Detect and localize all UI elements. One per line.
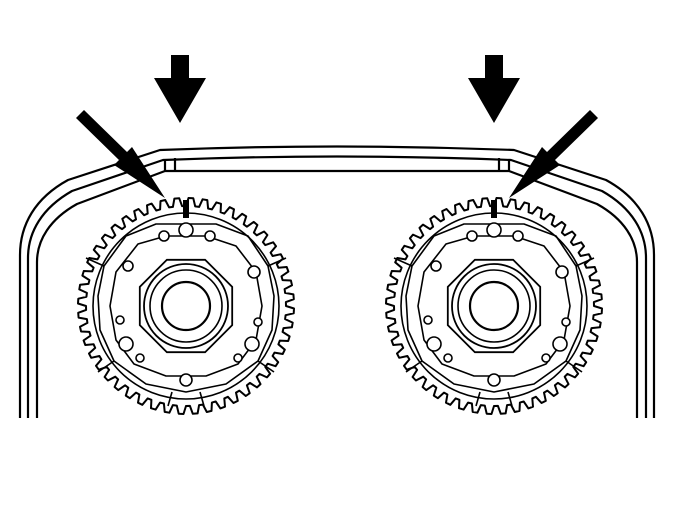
bolt-hole: [423, 315, 433, 325]
plate-edge-line: [507, 391, 513, 407]
bolt-hole: [233, 353, 243, 363]
plate-edge-line: [475, 391, 481, 407]
bolt-hole: [247, 265, 261, 279]
bolt-hole: [561, 317, 571, 327]
timing-belt-outline: [18, 145, 656, 418]
bolt-hole: [487, 373, 501, 387]
bolt-hole: [253, 317, 263, 327]
bolt-hole: [179, 373, 193, 387]
plate-edge-line: [393, 257, 413, 267]
plate-edge-line: [267, 257, 287, 267]
cam-plate: [97, 223, 275, 393]
hub-ring: [143, 263, 229, 349]
bolt-hole: [118, 336, 134, 352]
hub-ring-inner: [457, 269, 531, 343]
bolt-hole: [204, 230, 216, 242]
plate-edge-line: [405, 360, 423, 373]
hub-bore: [468, 280, 520, 332]
arrow-down-right-icon: [76, 110, 165, 198]
bolt-hole: [486, 222, 502, 238]
plate-edge-line: [565, 360, 583, 373]
bolt-hole: [541, 353, 551, 363]
hub-ring-inner: [149, 269, 223, 343]
bolt-hole: [115, 315, 125, 325]
bolt-hole: [555, 265, 569, 279]
hub-ring: [451, 263, 537, 349]
bolt-hole: [430, 260, 442, 272]
bolt-hole: [552, 336, 568, 352]
bolt-hole: [443, 353, 453, 363]
bolt-hole: [135, 353, 145, 363]
cam-plate: [405, 223, 583, 393]
arrow-down-icon: [468, 55, 520, 123]
plate-edge-line: [575, 257, 595, 267]
cam-inner-outline: [109, 235, 263, 377]
cam-inner-outline: [417, 235, 571, 377]
right-cam-sprocket: [385, 197, 603, 415]
bolt-hole: [122, 260, 134, 272]
bolt-hole: [244, 336, 260, 352]
plate-edge-line: [97, 360, 115, 373]
hub-octagon: [138, 258, 234, 354]
plate-edge-line: [167, 391, 173, 407]
hub-bore: [160, 280, 212, 332]
bolt-hole: [466, 230, 478, 242]
timing-mark: [491, 200, 497, 218]
plate-edge-line: [257, 360, 275, 373]
plate-edge-line: [199, 391, 205, 407]
plate-edge-line: [85, 257, 105, 267]
arrow-down-icon: [154, 55, 206, 123]
timing-mark: [183, 200, 189, 218]
left-cam-sprocket: [77, 197, 295, 415]
bolt-hole: [426, 336, 442, 352]
bolt-hole: [178, 222, 194, 238]
bolt-hole: [158, 230, 170, 242]
bolt-hole: [512, 230, 524, 242]
hub-octagon: [446, 258, 542, 354]
arrow-down-left-icon: [509, 110, 598, 198]
